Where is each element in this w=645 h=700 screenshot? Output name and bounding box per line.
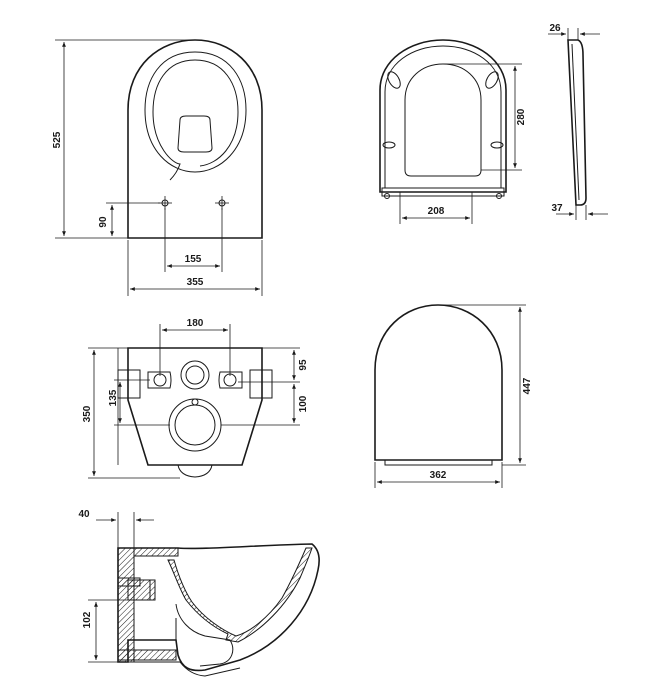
seat-outer-outline (379, 39, 507, 193)
dim-front-bolt-spacing: 155 (185, 254, 202, 265)
dim-front-width: 355 (187, 277, 204, 288)
lid-view: 447 362 (374, 304, 533, 488)
section-view: 40 102 (78, 509, 320, 677)
dim-lid-width: 362 (430, 470, 447, 481)
dim-top-bolt-spacing: 180 (187, 318, 204, 329)
dim-front-inlet-height: 90 (98, 216, 109, 228)
section-wall-hatch (117, 547, 135, 663)
dim-seat-hinge-width: 208 (428, 206, 445, 217)
seat-lid-inner (404, 63, 482, 177)
section-bowl-wall (167, 547, 313, 643)
front-view-outline (127, 39, 263, 239)
seat-side-view: 26 37 (548, 23, 608, 220)
dim-lid-height: 447 (522, 377, 533, 394)
dim-section-wall: 40 (78, 509, 90, 520)
dim-top-offset-135: 135 (108, 389, 119, 406)
top-outlet-ring (180, 360, 210, 390)
seat-side-profile (567, 39, 587, 206)
dim-top-offset-100: 100 (298, 395, 309, 412)
dim-top-depth: 350 (82, 405, 93, 422)
front-view: 525 90 155 355 (52, 39, 263, 296)
front-seat-ring (144, 51, 247, 173)
dim-top-offset-95: 95 (298, 359, 309, 371)
dim-seat-thickness: 26 (549, 23, 561, 34)
dim-section-outlet-height: 102 (82, 611, 93, 628)
bowl-top-view: 180 350 135 95 100 (82, 318, 309, 479)
dim-seat-length: 280 (516, 108, 527, 125)
lid-outline (374, 304, 503, 461)
front-inner-hole (177, 115, 213, 153)
section-outer-shell (117, 543, 320, 672)
dim-front-height: 525 (52, 131, 63, 148)
seat-top-view: 280 208 (379, 39, 527, 224)
top-drain-outer (168, 398, 222, 452)
dim-seat-bottom: 37 (551, 203, 563, 214)
